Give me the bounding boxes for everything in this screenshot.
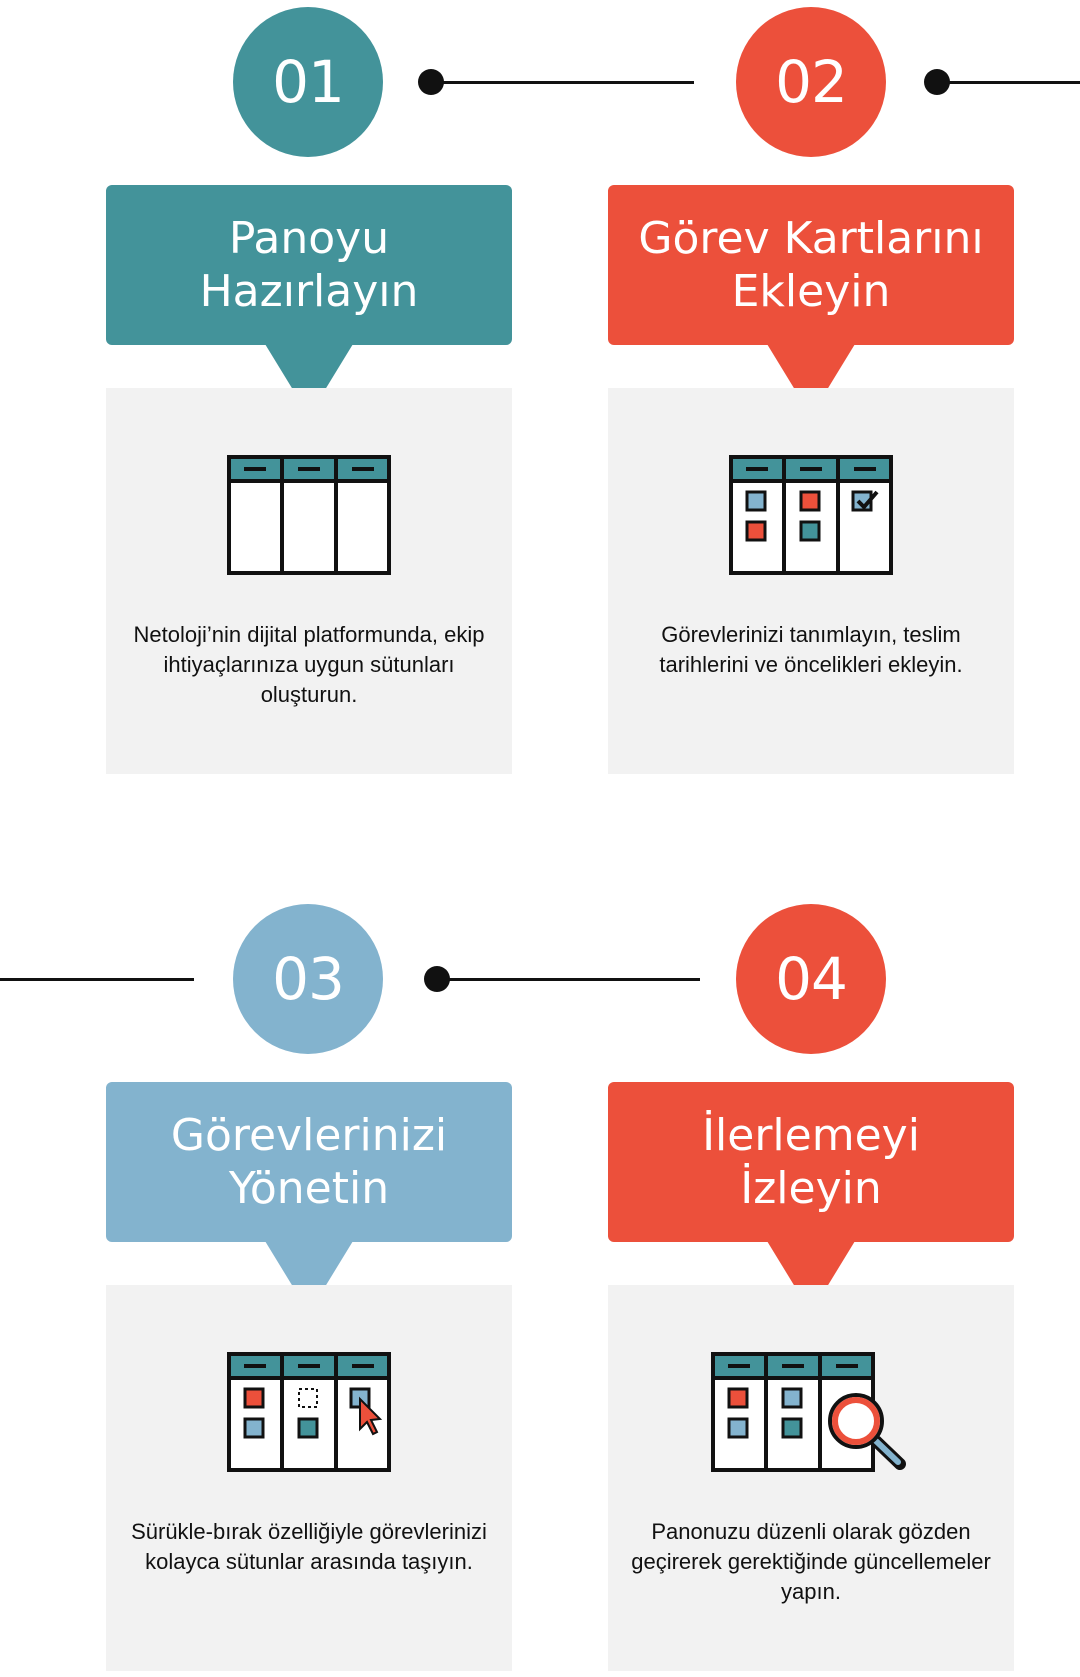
step-number-badge: 01 bbox=[233, 7, 383, 157]
step-title-banner: İlerlemeyi İzleyin bbox=[608, 1082, 1014, 1242]
board-magnifier-icon bbox=[711, 1352, 906, 1472]
step-description: Netoloji’nin dijital platformunda, ekip … bbox=[133, 622, 485, 707]
connector-line bbox=[430, 81, 694, 84]
step-title: İlerlemeyi İzleyin bbox=[702, 1110, 920, 1214]
connector-dot bbox=[924, 69, 950, 95]
drag-drop-board-icon bbox=[227, 1352, 391, 1472]
connector-dot bbox=[424, 966, 450, 992]
board-with-cards-icon bbox=[729, 455, 893, 575]
step-title-banner: Görev Kartlarını Ekleyin bbox=[608, 185, 1014, 345]
step-number-badge: 02 bbox=[736, 7, 886, 157]
step-description: Sürükle-bırak özelliğiyle görevlerinizi … bbox=[131, 1519, 487, 1574]
connector-dot bbox=[418, 69, 444, 95]
connector-line bbox=[936, 81, 1080, 84]
empty-board-icon bbox=[227, 455, 391, 575]
step-title-banner: Panoyu Hazırlayın bbox=[106, 185, 512, 345]
step-number-badge: 04 bbox=[736, 904, 886, 1054]
step-title: Görevlerinizi Yönetin bbox=[170, 1110, 448, 1214]
step-number-badge: 03 bbox=[233, 904, 383, 1054]
step-panel: Netoloji’nin dijital platformunda, ekip … bbox=[106, 388, 512, 774]
connector-line bbox=[436, 978, 700, 981]
step-title: Görev Kartlarını Ekleyin bbox=[638, 213, 984, 317]
connector-line bbox=[0, 978, 194, 981]
step-title-banner: Görevlerinizi Yönetin bbox=[106, 1082, 512, 1242]
step-title: Panoyu Hazırlayın bbox=[199, 213, 419, 317]
step-panel: Görevlerinizi tanımlayın, teslim tarihle… bbox=[608, 388, 1014, 774]
step-panel: Panonuzu düzenli olarak gözden geçirerek… bbox=[608, 1285, 1014, 1671]
step-description: Görevlerinizi tanımlayın, teslim tarihle… bbox=[659, 622, 963, 677]
step-description: Panonuzu düzenli olarak gözden geçirerek… bbox=[631, 1519, 991, 1604]
step-panel: Sürükle-bırak özelliğiyle görevlerinizi … bbox=[106, 1285, 512, 1671]
